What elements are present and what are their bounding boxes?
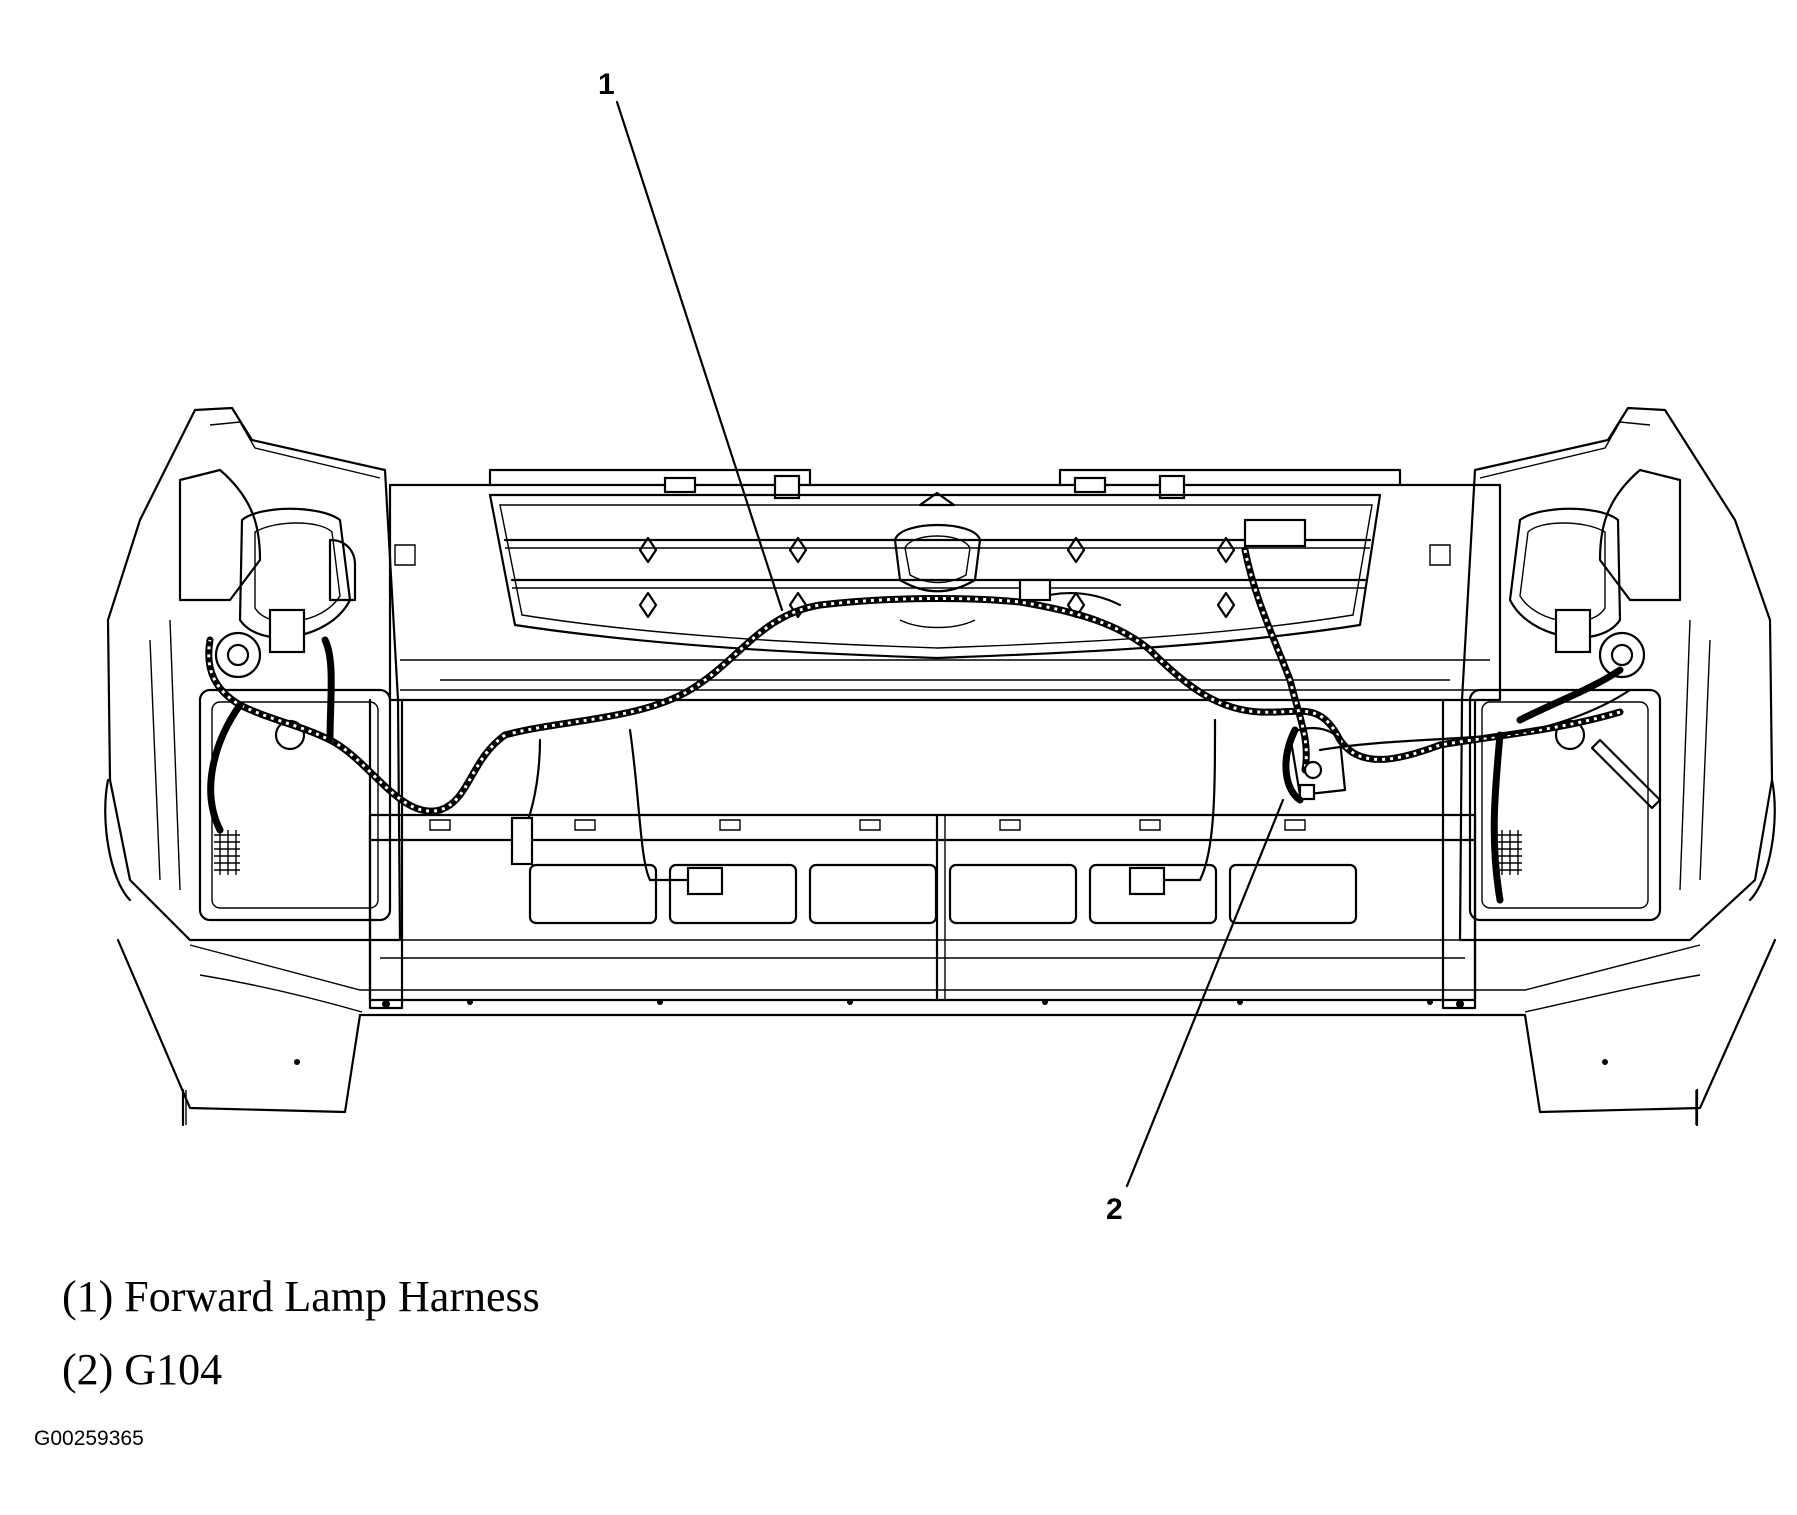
figure-id: G00259365 <box>34 1427 144 1450</box>
left-headlamp-assembly <box>104 406 416 1127</box>
right-headlamp-assembly <box>1429 406 1776 1127</box>
callout-1-number: 1 <box>598 68 615 101</box>
bumper-beam <box>368 698 1477 1010</box>
legend-item-g104: (2) G104 <box>62 1345 223 1394</box>
callout-2-leader <box>1125 798 1285 1188</box>
legend-item-forward-lamp-harness: (1) Forward Lamp Harness <box>62 1272 540 1321</box>
forward-lamp-harness <box>205 518 1632 904</box>
lower-fascia <box>116 938 1777 1125</box>
callout-2-number: 2 <box>1106 1193 1123 1226</box>
radiator-support <box>388 468 1502 702</box>
callout-1-leader <box>615 100 784 612</box>
g104-ground-point <box>1282 726 1347 804</box>
